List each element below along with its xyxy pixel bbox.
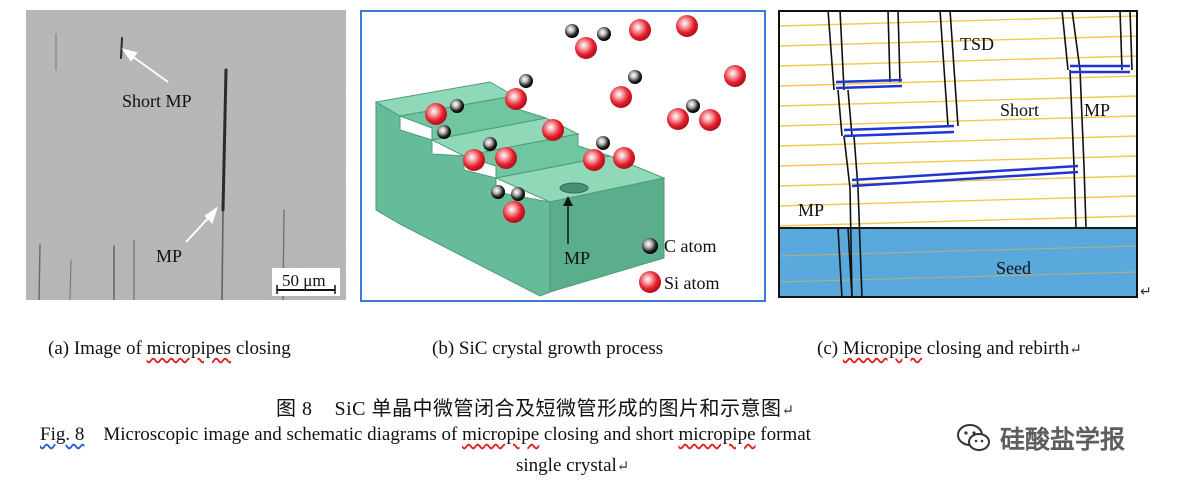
micrograph-panel: Short MP MP 50 μm: [26, 10, 346, 300]
legend-si-atom: Si atom: [664, 273, 720, 293]
tsd-label: TSD: [960, 34, 994, 54]
micropipe-hole: [559, 182, 589, 194]
annotation-arrows: [121, 48, 218, 243]
caption-a-suffix: closing: [231, 338, 291, 359]
return-mark: ↵: [1140, 284, 1152, 298]
mp-label-right: MP: [1084, 100, 1110, 120]
figure-title-en-word1: micropipe: [462, 424, 540, 445]
caption-b: (b) SiC crystal growth process: [432, 338, 663, 360]
caption-a-prefix: (a) Image of: [48, 338, 147, 359]
short-mp-label: Short MP: [122, 91, 192, 111]
caption-c-word: Micropipe: [842, 338, 922, 359]
closing-bands: [835, 64, 1130, 188]
watermark-text: 硅酸盐学报: [1000, 425, 1126, 454]
figure-title-en-part2: closing and short: [539, 424, 679, 445]
mp-label-b: MP: [564, 248, 590, 268]
caption-c: (c) Micropipe closing and rebirth↵: [817, 338, 1082, 360]
figure-title-en-part3: format: [755, 424, 811, 445]
watermark: 硅酸盐学报: [956, 420, 1125, 456]
return-mark: ↵: [616, 459, 630, 475]
seed-label: Seed: [996, 258, 1031, 278]
short-label: Short: [1000, 100, 1039, 120]
figure-title-en-word2: micropipe: [678, 424, 756, 445]
micropipe-tubes: [827, 10, 1133, 298]
seed-region: [778, 228, 1138, 298]
legend-c-atom: C atom: [664, 236, 717, 256]
return-mark: ↵: [781, 403, 795, 419]
caption-c-suffix: closing and rebirth: [922, 338, 1070, 359]
scale-bar-label: 50 μm: [282, 271, 326, 290]
rebirth-schematic: TSD Short MP MP Seed ↵: [778, 10, 1152, 298]
c-atom-legend-icon: [642, 238, 658, 254]
si-atom-legend-icon: [639, 271, 661, 293]
figure-title-en-line2: single crystal↵: [516, 455, 629, 477]
micrograph-image: Short MP MP 50 μm: [26, 10, 346, 300]
wechat-icon: [957, 424, 990, 451]
caption-b-text: (b) SiC crystal growth process: [432, 338, 664, 359]
figure-title-cn: 图 8 SiC 单晶中微管闭合及短微管形成的图片和示意图↵: [276, 392, 795, 421]
caption-a: (a) Image of micropipes closing: [48, 338, 291, 360]
rebirth-schematic-panel: TSD Short MP MP Seed ↵: [778, 10, 1152, 298]
legend: C atom Si atom: [639, 236, 720, 293]
atoms: [425, 15, 746, 223]
scale-bar-box: [272, 268, 340, 296]
growth-schematic: MP: [360, 10, 766, 302]
figure-label: Fig. 8: [40, 424, 85, 445]
mp-label-left: MP: [798, 200, 824, 220]
figure-title-en-part1: Microscopic image and schematic diagrams…: [84, 424, 463, 445]
mp-label: MP: [156, 246, 182, 266]
figure-title-en-line2-text: single crystal: [516, 455, 617, 476]
figure-title-cn-text: 图 8 SiC 单晶中微管闭合及短微管形成的图片和示意图: [276, 398, 782, 420]
return-mark: ↵: [1069, 342, 1082, 358]
caption-a-word: micropipes: [146, 338, 232, 359]
figure-title-en-line1: Fig. 8 Microscopic image and schematic d…: [40, 424, 811, 446]
caption-c-prefix: (c): [817, 338, 843, 359]
growth-schematic-panel: MP: [360, 10, 766, 302]
